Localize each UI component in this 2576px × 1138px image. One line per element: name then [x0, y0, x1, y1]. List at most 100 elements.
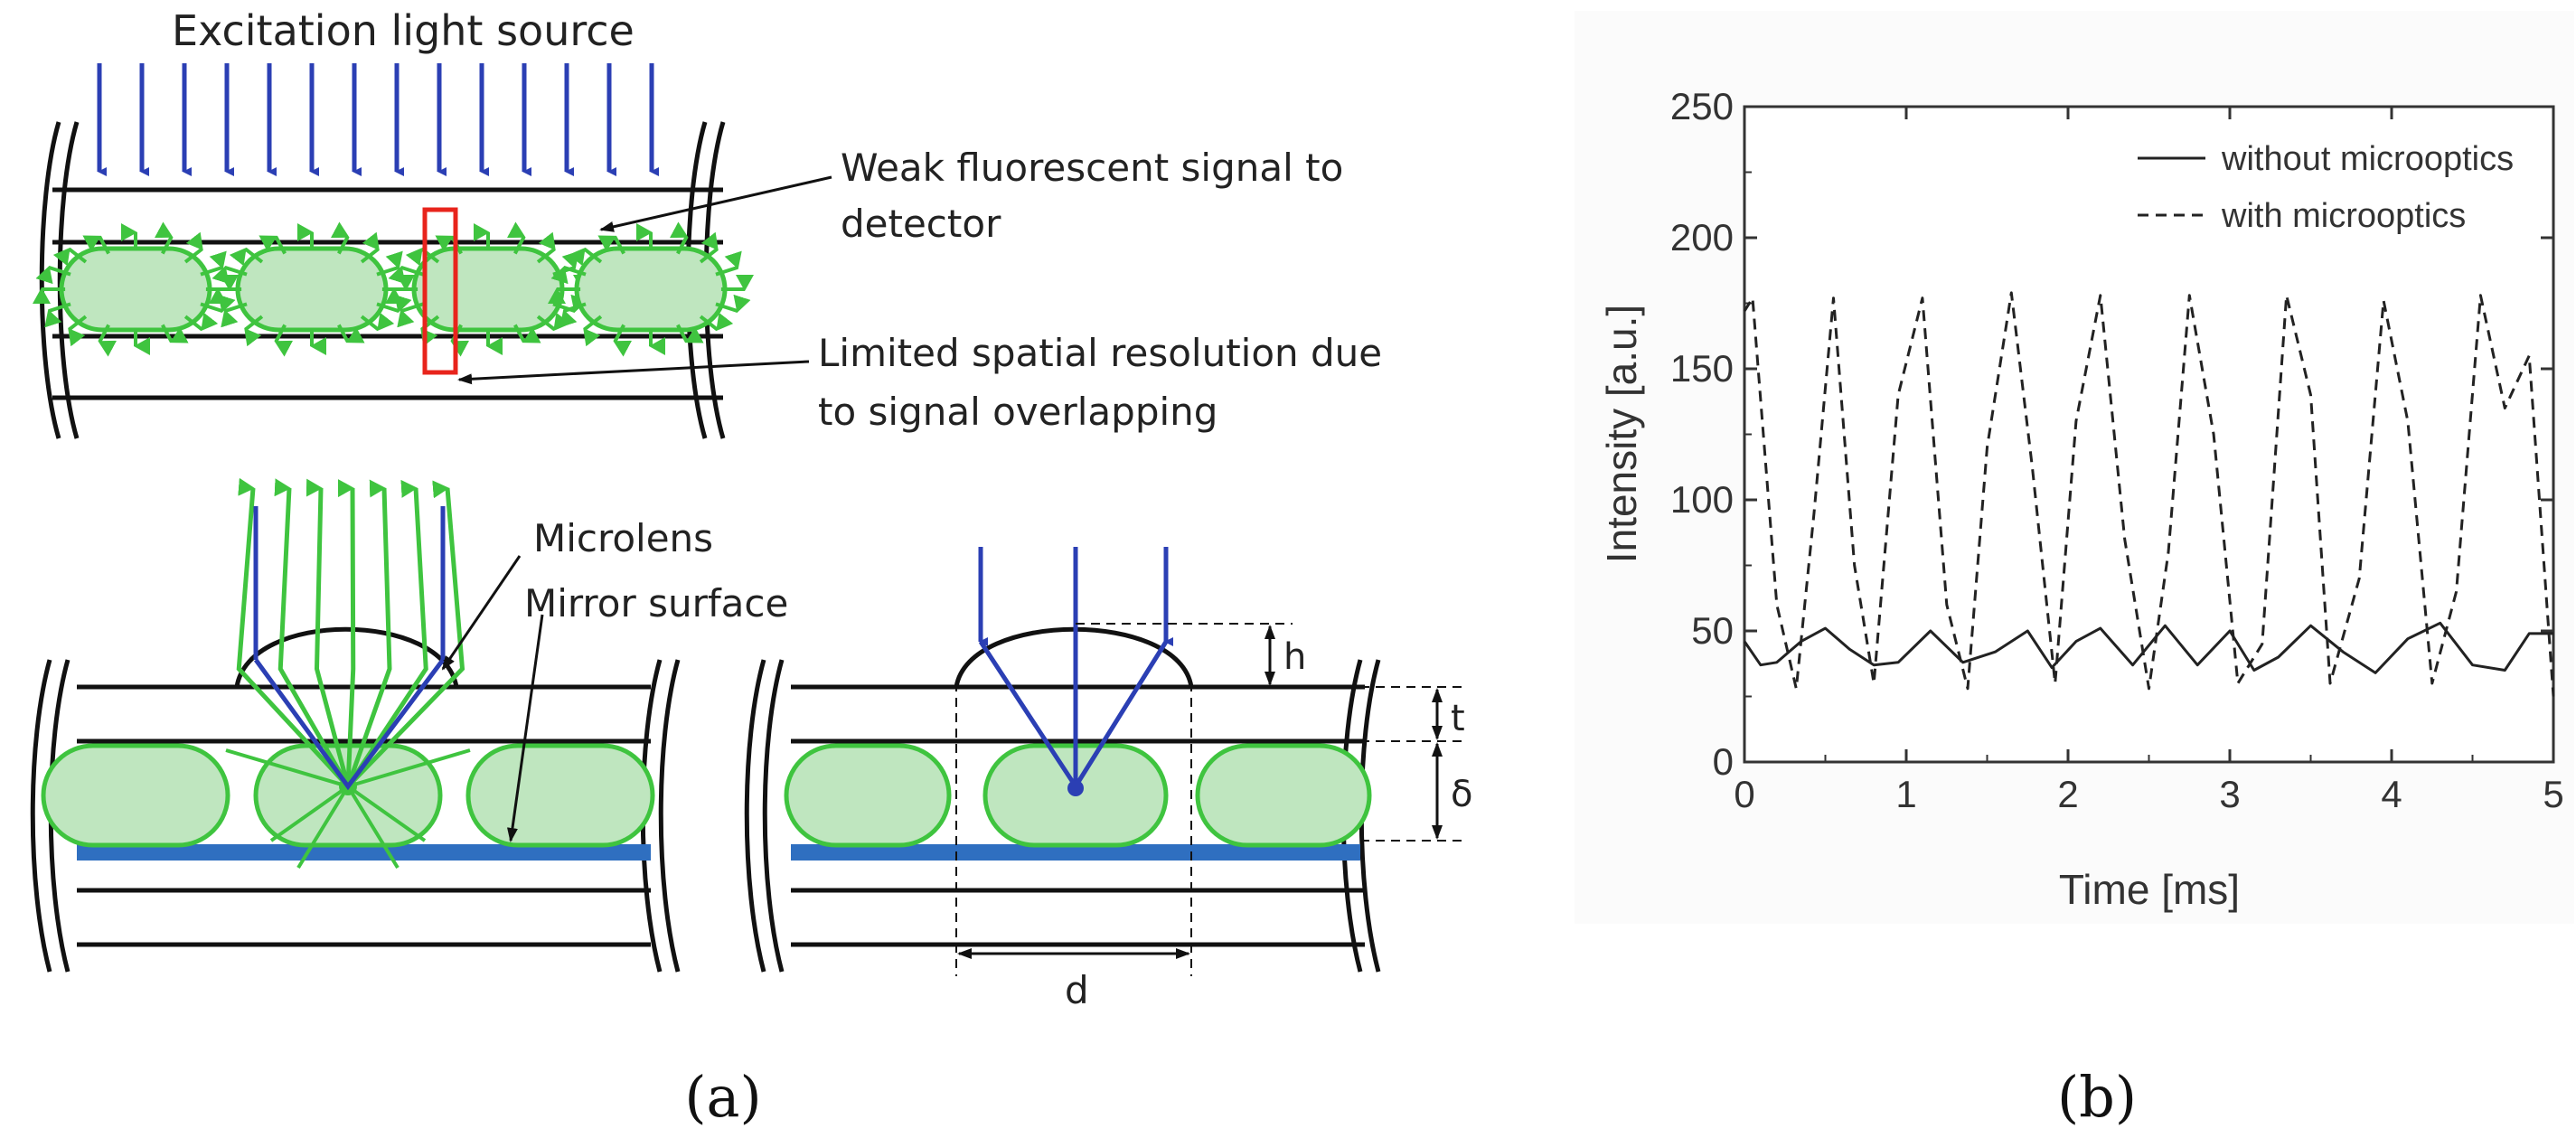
x-tick-label: 3	[2219, 773, 2240, 815]
panel-a-caption: (a)	[684, 1064, 761, 1130]
fluorescence-spike	[397, 302, 424, 328]
series-lines	[1743, 291, 2555, 697]
fluorescence-spike	[388, 265, 424, 285]
excitation-arrows	[97, 63, 659, 176]
series-line-with-microoptics	[1743, 291, 2555, 697]
fluorescence-spike	[183, 312, 219, 332]
legend-label-without: without microoptics	[2221, 140, 2514, 178]
fluorescence-ray	[236, 477, 350, 788]
fluorescence-spike	[229, 247, 264, 267]
fluorescence-spike	[244, 315, 264, 347]
fluorescence-ray	[345, 479, 428, 788]
fluorescence-spike	[35, 265, 71, 285]
fluorescence-ray	[337, 479, 356, 787]
x-tick-label: 4	[2381, 773, 2402, 815]
y-tick-label: 0	[1713, 740, 1734, 783]
scattered-ray	[346, 785, 427, 842]
x-axis-label: Time [ms]	[2059, 866, 2240, 913]
channel-walls-bl	[30, 659, 681, 973]
fluorescence-spike	[613, 324, 633, 357]
fluorescence-spike	[513, 324, 541, 343]
delta-dimension-label: δ	[1451, 774, 1472, 815]
dimension-guides	[955, 623, 1464, 976]
scattered-ray	[346, 785, 400, 870]
fluorescence-spike	[715, 294, 751, 314]
fluorescence-ray	[346, 480, 465, 788]
excitation-source-label: Excitation light source	[172, 6, 635, 55]
fluorescence-spike	[154, 221, 174, 255]
fluorescence-spike	[98, 324, 118, 357]
scattered-ray	[347, 748, 471, 788]
fluorescence-ray	[345, 479, 392, 787]
mirror-pointer	[506, 614, 544, 842]
fluorescence-spike	[506, 221, 526, 255]
h-dimension-label: h	[1283, 636, 1306, 678]
droplet	[41, 743, 230, 848]
fluorescence-spike	[360, 231, 380, 264]
weak-signal-pointer	[599, 175, 832, 232]
fluorescence-spike	[376, 294, 412, 314]
y-tick-label: 250	[1670, 85, 1734, 127]
excitation-beams-bl	[253, 506, 446, 791]
fluorescence-spike	[568, 247, 603, 267]
y-axis-label: Intensity [a.u.]	[1598, 305, 1645, 563]
fluorescence-spike	[161, 324, 189, 343]
fluorescence-spike	[536, 312, 571, 332]
fluorescence-spike	[221, 302, 248, 328]
focal-point	[1067, 780, 1084, 796]
y-tick-label: 150	[1670, 347, 1734, 390]
x-tick-label: 2	[2057, 773, 2078, 815]
fluorescence-spike	[699, 312, 734, 332]
panel-a-bottom-left-diagram: Microlens Mirror surface	[30, 477, 788, 973]
mirror-surface-label: Mirror surface	[524, 581, 788, 625]
panel-b-caption: (b)	[2057, 1064, 2137, 1130]
droplet	[1195, 743, 1372, 848]
droplets-top	[33, 221, 754, 357]
fluorescence-ray	[274, 478, 351, 788]
y-tick-label: 50	[1691, 609, 1734, 652]
droplets-br	[784, 743, 1372, 848]
resolution-highlight-box	[422, 207, 458, 375]
fluorescence-spike	[559, 302, 587, 328]
panel-a-top-diagram: Excitation light source Weak fluorescent…	[33, 6, 1382, 439]
dimension-arrows	[957, 625, 1443, 959]
y-tick-label: 100	[1670, 478, 1734, 521]
droplet	[465, 743, 655, 848]
fluorescence-spike	[183, 231, 203, 264]
fluorescence-spike	[259, 235, 287, 255]
legend-label-with: with microoptics	[2221, 197, 2466, 235]
x-tick-label: 0	[1734, 773, 1754, 815]
fluorescence-spike	[583, 315, 603, 347]
fluorescence-rays	[225, 477, 471, 870]
legend: without microoptics with microoptics	[2138, 140, 2514, 235]
fluorescence-ray	[306, 478, 351, 787]
fluorescence-spike	[676, 324, 704, 343]
scattered-ray	[225, 748, 349, 788]
scattered-ray	[296, 785, 350, 870]
fluorescence-spike	[669, 221, 689, 255]
resolution-label-1: Limited spatial resolution due	[818, 331, 1382, 375]
fluorescence-spike	[597, 235, 625, 255]
fluorescence-spike	[82, 235, 110, 255]
fluorescence-spike	[68, 315, 88, 347]
x-tick-label: 5	[2543, 773, 2563, 815]
fluorescence-spike	[212, 265, 248, 285]
weak-signal-label-1: Weak fluorescent signal to	[841, 146, 1343, 190]
fluorescence-spike	[550, 265, 587, 285]
plot-area	[1743, 105, 2555, 764]
scattered-ray	[269, 785, 350, 842]
fluorescence-spike	[274, 324, 294, 357]
panel-a-bottom-right-diagram: h t δ d	[744, 547, 1472, 1012]
fluorescence-spike	[360, 312, 395, 332]
resolution-label-2: to signal overlapping	[818, 390, 1217, 434]
fluorescence-spike	[699, 231, 719, 264]
fluorescence-spike	[52, 247, 88, 267]
series-line-without-microoptics	[1743, 621, 2553, 674]
fluorescence-spike	[337, 324, 365, 343]
fluorescence-spike	[715, 250, 742, 277]
fluorescence-spike	[330, 221, 350, 255]
microlens-pointer	[441, 555, 522, 671]
